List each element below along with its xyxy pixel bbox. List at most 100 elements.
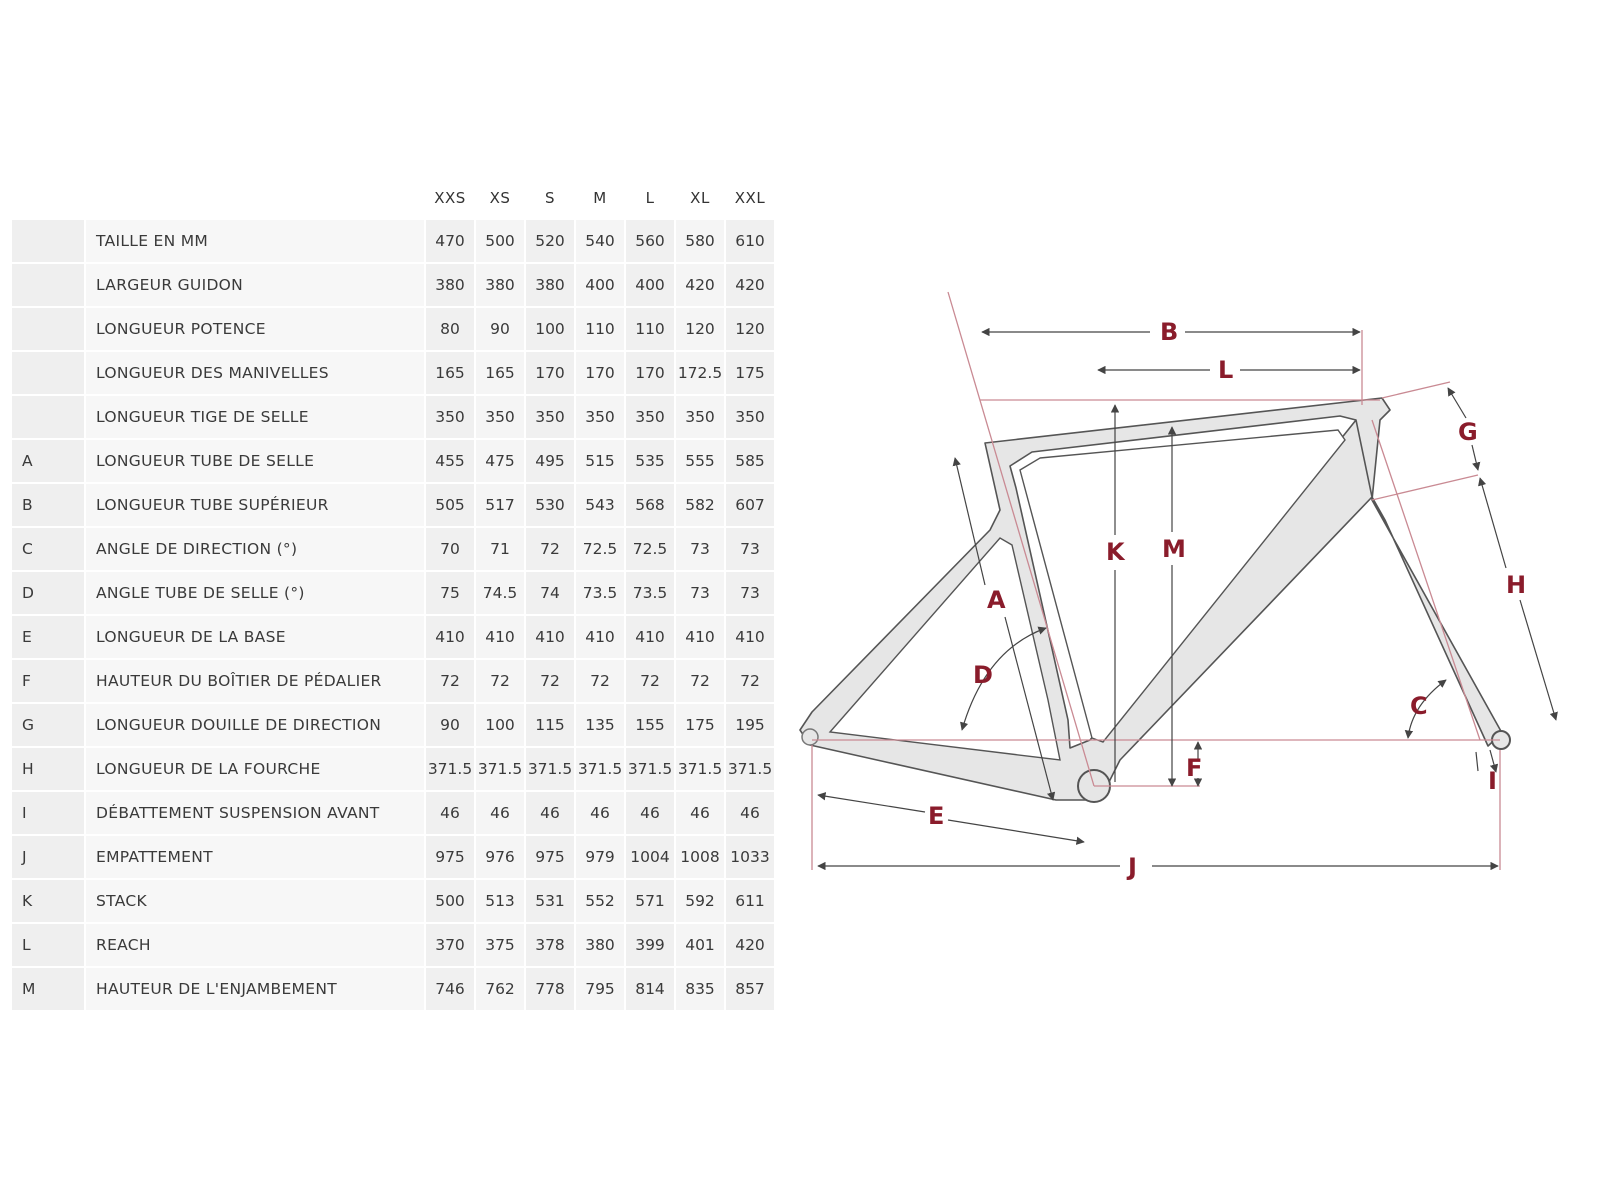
size-header: S bbox=[544, 189, 556, 207]
table-cell: 375 bbox=[476, 924, 524, 966]
table-cell: 371.5 bbox=[526, 748, 574, 790]
row-label: TAILLE EN MM bbox=[86, 220, 424, 262]
row-code: F bbox=[12, 660, 84, 702]
table-cell: 1033 bbox=[726, 836, 774, 878]
dimension-label-d: D bbox=[973, 661, 993, 689]
row-code bbox=[12, 396, 84, 438]
table-cell: 100 bbox=[526, 308, 574, 350]
table-cell: 552 bbox=[576, 880, 624, 922]
table-cell: 350 bbox=[726, 396, 774, 438]
table-cell: 571 bbox=[626, 880, 674, 922]
table-cell: 350 bbox=[426, 396, 474, 438]
row-code: H bbox=[12, 748, 84, 790]
table-cell: 46 bbox=[576, 792, 624, 834]
row-label: STACK bbox=[86, 880, 424, 922]
table-cell: 979 bbox=[576, 836, 624, 878]
table-cell: 72 bbox=[426, 660, 474, 702]
table-cell: 976 bbox=[476, 836, 524, 878]
table-cell: 73 bbox=[726, 572, 774, 614]
bike-frame-diagram: B L G K M H A D C F I E J bbox=[799, 291, 1558, 881]
table-cell: 110 bbox=[576, 308, 624, 350]
table-cell: 410 bbox=[626, 616, 674, 658]
table-cell: 535 bbox=[626, 440, 674, 482]
table-cell: 46 bbox=[726, 792, 774, 834]
table-cell: 170 bbox=[626, 352, 674, 394]
table-cell: 410 bbox=[676, 616, 724, 658]
row-code bbox=[12, 264, 84, 306]
table-cell: 46 bbox=[626, 792, 674, 834]
table-cell: 1004 bbox=[626, 836, 674, 878]
dimension-letters: B L G K M H A D C F I E J bbox=[928, 318, 1526, 881]
row-label: LONGUEUR DE LA BASE bbox=[86, 616, 424, 658]
table-cell: 495 bbox=[526, 440, 574, 482]
table-cell: 857 bbox=[726, 968, 774, 1010]
table-cell: 399 bbox=[626, 924, 674, 966]
table-cell: 195 bbox=[726, 704, 774, 746]
table-cell: 74 bbox=[526, 572, 574, 614]
dimension-lines bbox=[817, 327, 1558, 871]
table-cell: 530 bbox=[526, 484, 574, 526]
table-cell: 73.5 bbox=[626, 572, 674, 614]
row-code: G bbox=[12, 704, 84, 746]
size-header: XL bbox=[690, 189, 710, 207]
table-cell: 500 bbox=[476, 220, 524, 262]
table-cell: 568 bbox=[626, 484, 674, 526]
table-cell: 380 bbox=[526, 264, 574, 306]
row-label: LARGEUR GUIDON bbox=[86, 264, 424, 306]
row-code bbox=[12, 308, 84, 350]
row-code bbox=[12, 352, 84, 394]
table-cell: 611 bbox=[726, 880, 774, 922]
size-header: XS bbox=[489, 189, 511, 207]
table-cell: 380 bbox=[426, 264, 474, 306]
table-cell: 100 bbox=[476, 704, 524, 746]
table-cell: 170 bbox=[526, 352, 574, 394]
table-cell: 420 bbox=[726, 924, 774, 966]
row-code: B bbox=[12, 484, 84, 526]
table-cell: 400 bbox=[626, 264, 674, 306]
table-cell: 410 bbox=[426, 616, 474, 658]
row-code: E bbox=[12, 616, 84, 658]
row-code: A bbox=[12, 440, 84, 482]
dimension-label-i: I bbox=[1488, 767, 1497, 795]
table-cell: 371.5 bbox=[426, 748, 474, 790]
table-cell: 72 bbox=[676, 660, 724, 702]
table-cell: 975 bbox=[426, 836, 474, 878]
size-header: L bbox=[645, 189, 655, 207]
size-header: XXS bbox=[434, 189, 466, 207]
table-cell: 371.5 bbox=[476, 748, 524, 790]
table-cell: 410 bbox=[476, 616, 524, 658]
table-cell: 475 bbox=[476, 440, 524, 482]
dimension-label-a: A bbox=[987, 586, 1006, 614]
table-cell: 515 bbox=[576, 440, 624, 482]
table-cell: 70 bbox=[426, 528, 474, 570]
row-code: K bbox=[12, 880, 84, 922]
row-code bbox=[12, 220, 84, 262]
size-header: XXL bbox=[734, 189, 766, 207]
table-cell: 835 bbox=[676, 968, 724, 1010]
table-cell: 371.5 bbox=[576, 748, 624, 790]
row-label: EMPATTEMENT bbox=[86, 836, 424, 878]
table-cell: 46 bbox=[526, 792, 574, 834]
table-cell: 610 bbox=[726, 220, 774, 262]
table-cell: 73 bbox=[676, 572, 724, 614]
table-cell: 400 bbox=[576, 264, 624, 306]
table-cell: 72 bbox=[476, 660, 524, 702]
table-cell: 120 bbox=[676, 308, 724, 350]
table-cell: 350 bbox=[476, 396, 524, 438]
main-triangle-window bbox=[1019, 429, 1346, 743]
table-cell: 72 bbox=[526, 660, 574, 702]
dimension-label-h: H bbox=[1506, 571, 1526, 599]
table-cell: 135 bbox=[576, 704, 624, 746]
table-cell: 520 bbox=[526, 220, 574, 262]
table-cell: 80 bbox=[426, 308, 474, 350]
